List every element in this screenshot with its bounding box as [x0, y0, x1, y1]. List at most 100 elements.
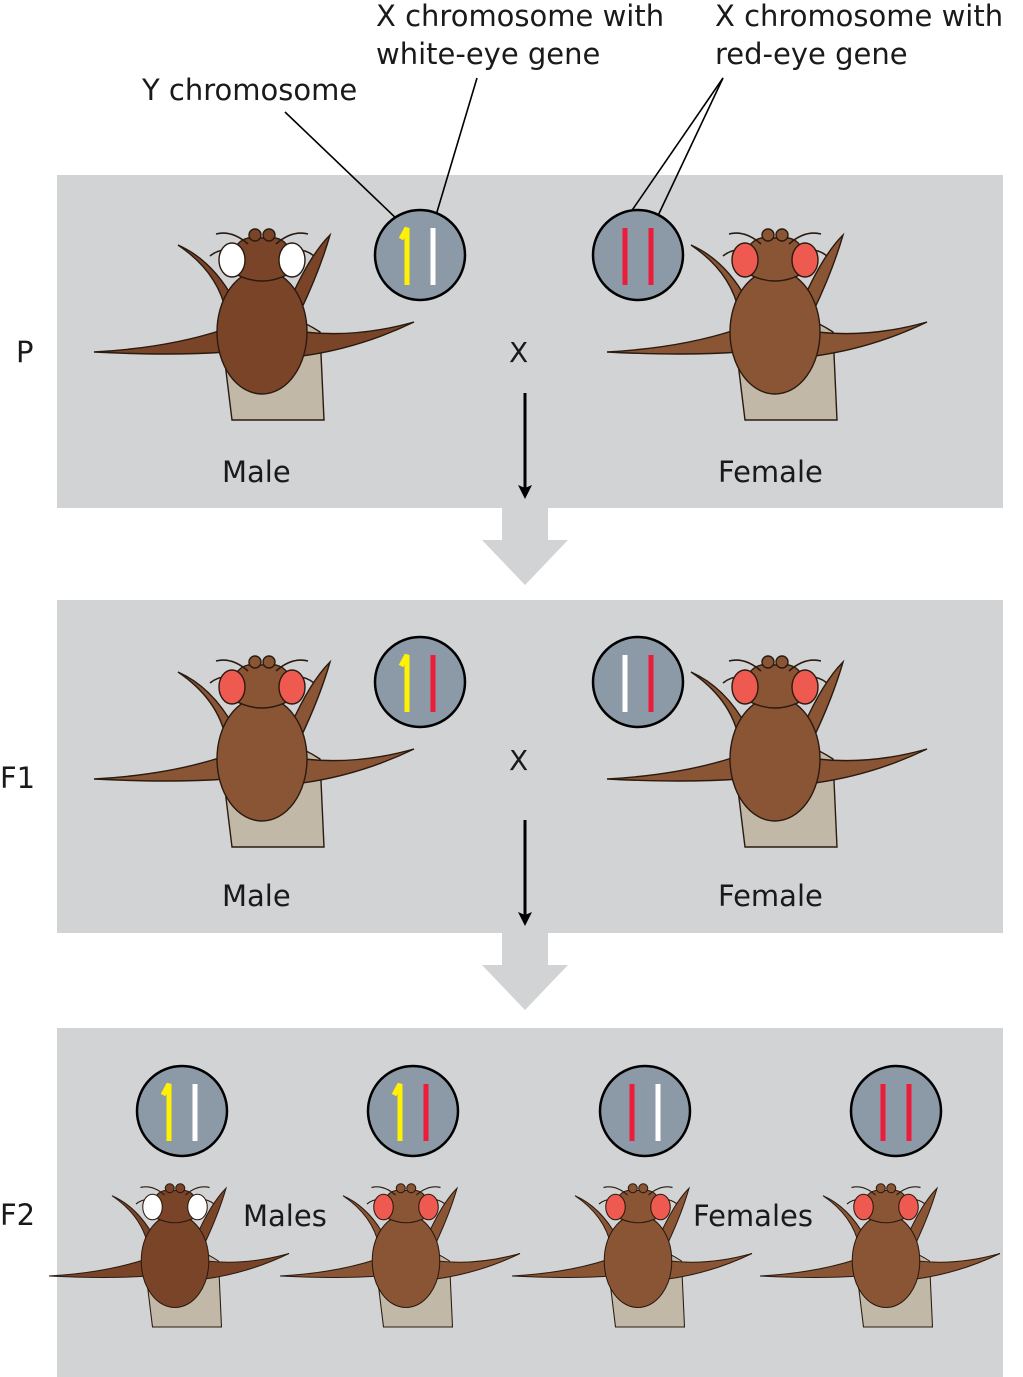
fly-thorax: [216, 269, 308, 395]
fly-leg: [802, 232, 845, 314]
fly-thorax: [729, 269, 821, 395]
fly-leg: [195, 1186, 228, 1247]
chromosome-circle: [366, 1064, 460, 1158]
fly-eye: [218, 669, 246, 705]
sex-label-f1-male: Male: [222, 879, 291, 913]
generation-label-p: P: [16, 335, 34, 369]
chromosome-circle: [591, 635, 685, 729]
fly-antenna: [164, 1183, 175, 1194]
fly-thorax: [729, 696, 821, 822]
fly-leg: [606, 329, 741, 355]
fly-thorax: [851, 1213, 921, 1309]
fly-eye: [278, 242, 306, 278]
fly-antenna: [406, 1183, 417, 1194]
cross-symbol-f1: X: [509, 744, 528, 777]
chromosome-circle: [373, 208, 467, 302]
chromosome-pair-f2-female-2: [849, 1064, 943, 1158]
fly-leg: [814, 748, 928, 784]
y-chromosome-mark: [398, 226, 410, 285]
fly-eye: [218, 242, 246, 278]
fly-antenna: [175, 1183, 186, 1194]
fly-bristles: [366, 1186, 446, 1205]
fly-bristles: [722, 232, 828, 257]
fly-f2-female-2: [759, 1183, 1001, 1328]
fly-eye: [278, 669, 306, 705]
fly-antenna: [761, 228, 775, 242]
y-chromosome-mark: [398, 653, 410, 712]
label-x-white-line2: white-eye gene: [376, 37, 600, 71]
fly-eye: [650, 1193, 671, 1221]
fly-leg: [204, 1252, 290, 1280]
label-x-red-line2: red-eye gene: [715, 37, 908, 71]
fly-eye: [605, 1193, 626, 1221]
label-x-white-line1: X chromosome with: [376, 0, 664, 33]
fly-leg: [289, 232, 332, 314]
fly-f2-female-1: [511, 1183, 753, 1328]
fly-eye: [791, 669, 819, 705]
fly-leg: [606, 756, 741, 782]
fly-leg: [289, 659, 332, 741]
fly-leg: [279, 1258, 381, 1279]
sex-label-f1-female: Female: [718, 879, 823, 913]
fly-eye: [142, 1193, 163, 1221]
chromosome-pair-f1-female: [591, 635, 685, 729]
fly-bristles: [209, 232, 315, 257]
fly-thorax: [603, 1213, 673, 1309]
fly-leg: [435, 1252, 521, 1280]
fly-eye: [898, 1193, 919, 1221]
sex-label-p-female: Female: [718, 455, 823, 489]
fly-leg: [667, 1252, 753, 1280]
fly-leg: [906, 1186, 939, 1247]
leader-y: [284, 111, 401, 223]
label-y-chromosome: Y chromosome: [141, 73, 357, 107]
fly-leg: [511, 1258, 613, 1279]
fly-eye: [418, 1193, 439, 1221]
fly-antenna: [875, 1183, 886, 1194]
chromosome-pair-f2-male-2: [366, 1064, 460, 1158]
fly-leg: [814, 321, 928, 357]
fly-antenna: [775, 655, 789, 669]
fly-leg: [658, 1186, 691, 1247]
fly-leg: [93, 329, 228, 355]
fly-f1-female: [606, 655, 928, 848]
fly-antenna: [262, 655, 276, 669]
big-arrow-p-f1: [482, 508, 568, 585]
fly-leg: [759, 1258, 861, 1279]
chromosome-circle: [591, 208, 685, 302]
fly-eye: [853, 1193, 874, 1221]
leader-x-white: [433, 77, 478, 223]
chromosome-pair-p-female: [591, 208, 685, 302]
fly-p-female: [606, 228, 928, 421]
fly-leg: [48, 1258, 150, 1279]
chromosome-circle: [135, 1064, 229, 1158]
chromosome-circle: [598, 1064, 692, 1158]
fly-thorax: [140, 1213, 210, 1309]
chromosome-pair-p-male: [373, 208, 467, 302]
fly-antenna: [248, 655, 262, 669]
fly-bristles: [722, 659, 828, 684]
fly-eye: [187, 1193, 208, 1221]
fly-f2-male-1: [48, 1183, 290, 1328]
fly-eye: [373, 1193, 394, 1221]
fly-antenna: [638, 1183, 649, 1194]
sex-label-f2-males: Males: [243, 1199, 327, 1233]
fly-antenna: [761, 655, 775, 669]
fly-f1-male: [93, 655, 415, 848]
fly-bristles: [135, 1186, 215, 1205]
fly-eye: [791, 242, 819, 278]
fly-thorax: [371, 1213, 441, 1309]
sex-label-p-male: Male: [222, 455, 291, 489]
generation-label-f2: F2: [0, 1198, 35, 1232]
chromosome-circle: [373, 635, 467, 729]
big-arrow-f1-f2: [482, 933, 568, 1010]
fly-antenna: [775, 228, 789, 242]
fly-p-male: [93, 228, 415, 421]
fly-leg: [802, 659, 845, 741]
chromosome-pair-f1-male: [373, 635, 467, 729]
fly-bristles: [846, 1186, 926, 1205]
leader-x-red-1: [623, 77, 724, 223]
fly-antenna: [248, 228, 262, 242]
fly-antenna: [262, 228, 276, 242]
label-x-red-line1: X chromosome with: [715, 0, 1003, 33]
